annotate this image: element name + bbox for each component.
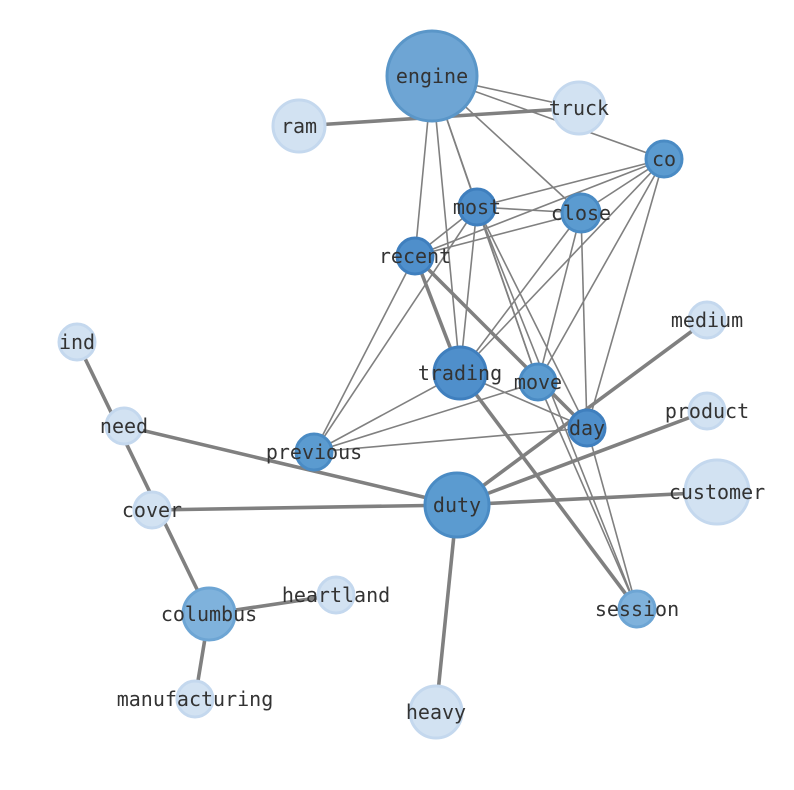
node-ram[interactable] bbox=[271, 98, 327, 154]
node-label-cover: cover bbox=[122, 498, 182, 522]
node-co[interactable] bbox=[644, 139, 684, 179]
edge-need-duty bbox=[123, 424, 458, 507]
node-session[interactable] bbox=[617, 589, 657, 629]
edge-co-most bbox=[476, 158, 665, 208]
node-label-ram: ram bbox=[281, 114, 317, 138]
edge-trading-session bbox=[458, 371, 639, 611]
edge-most-day bbox=[476, 206, 588, 429]
node-move[interactable] bbox=[518, 362, 558, 402]
label-layer: engine truck ram co most close recent medium ind… bbox=[59, 64, 765, 724]
node-label-heartland: heartland bbox=[282, 583, 390, 607]
node-recent[interactable] bbox=[395, 236, 435, 276]
node-engine[interactable] bbox=[385, 29, 479, 123]
edge-close-trading bbox=[459, 212, 582, 374]
node-label-heavy: heavy bbox=[406, 700, 466, 724]
node-label-trading: trading bbox=[418, 361, 502, 385]
node-customer[interactable] bbox=[683, 458, 751, 526]
node-duty[interactable] bbox=[423, 471, 491, 539]
node-columbus[interactable] bbox=[181, 586, 237, 642]
node-manufacturing[interactable] bbox=[175, 679, 215, 719]
node-label-day: day bbox=[569, 416, 605, 440]
node-label-columbus: columbus bbox=[161, 602, 257, 626]
edge-co-day bbox=[586, 158, 665, 429]
edge-close-recent bbox=[414, 212, 582, 257]
edge-co-move bbox=[537, 158, 665, 383]
edge-recent-day bbox=[413, 254, 589, 430]
node-label-session: session bbox=[595, 597, 679, 621]
node-label-need: need bbox=[100, 414, 148, 438]
node-label-customer: customer bbox=[669, 480, 765, 504]
node-product[interactable] bbox=[687, 391, 727, 431]
node-label-previous: previous bbox=[266, 440, 362, 464]
node-label-duty: duty bbox=[433, 493, 481, 517]
edge-engine-trading bbox=[431, 75, 461, 374]
node-heavy[interactable] bbox=[408, 684, 464, 740]
edge-close-day bbox=[580, 212, 588, 429]
edge-co-recent bbox=[414, 158, 665, 257]
edge-ind-columbus bbox=[75, 341, 211, 615]
node-label-truck: truck bbox=[549, 96, 609, 120]
node-label-co: co bbox=[652, 147, 676, 171]
edge-most-previous bbox=[313, 206, 478, 453]
edge-close-move bbox=[537, 212, 582, 383]
edge-move-session bbox=[537, 381, 638, 610]
node-truck[interactable] bbox=[551, 80, 607, 136]
node-label-ind: ind bbox=[59, 330, 95, 354]
node-label-medium: medium bbox=[671, 308, 743, 332]
node-label-move: move bbox=[514, 370, 562, 394]
node-most[interactable] bbox=[457, 187, 497, 227]
node-cover[interactable] bbox=[132, 490, 172, 530]
node-ind[interactable] bbox=[57, 322, 97, 362]
node-label-recent: recent bbox=[379, 244, 451, 268]
edge-duty-heavy bbox=[434, 504, 459, 713]
node-label-close: close bbox=[551, 201, 611, 225]
edge-customer-duty bbox=[456, 490, 718, 507]
node-layer bbox=[57, 29, 751, 740]
node-label-product: product bbox=[665, 399, 749, 423]
node-label-engine: engine bbox=[396, 64, 468, 88]
node-close[interactable] bbox=[560, 192, 602, 234]
edge-most-session bbox=[476, 206, 638, 610]
node-heartland[interactable] bbox=[316, 575, 356, 615]
node-day[interactable] bbox=[567, 408, 607, 448]
edge-most-move bbox=[476, 206, 539, 383]
node-medium[interactable] bbox=[687, 300, 727, 340]
node-label-most: most bbox=[453, 195, 501, 219]
edge-product-duty bbox=[456, 409, 708, 507]
edge-move-previous bbox=[313, 381, 539, 453]
edge-most-trading bbox=[459, 206, 478, 374]
edge-previous-day bbox=[313, 427, 588, 453]
edge-cover-duty bbox=[151, 503, 458, 512]
node-need[interactable] bbox=[104, 406, 144, 446]
node-previous[interactable] bbox=[294, 432, 334, 472]
node-label-manufacturing: manufacturing bbox=[117, 687, 274, 711]
edge-recent-previous bbox=[313, 255, 416, 453]
node-trading[interactable] bbox=[432, 345, 488, 401]
edge-trading-previous bbox=[313, 372, 461, 453]
edge-day-session bbox=[586, 427, 638, 610]
